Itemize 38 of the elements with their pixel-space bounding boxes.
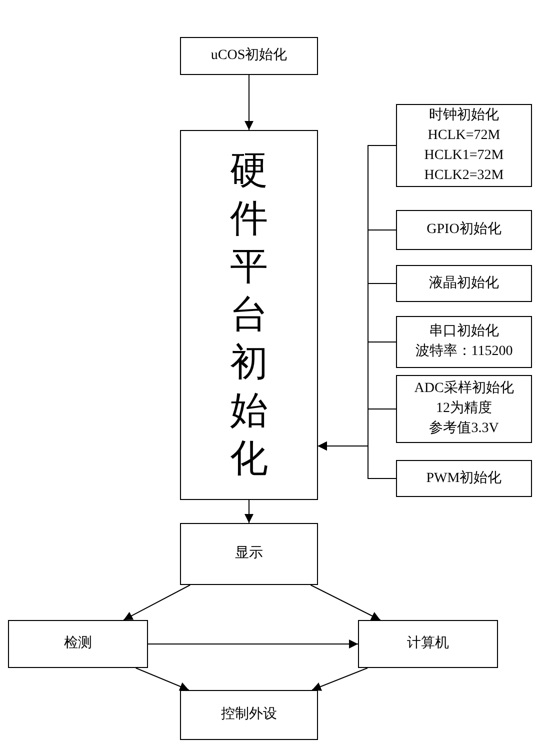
box-label: HCLK=72M bbox=[428, 126, 500, 144]
box-label: 检测 bbox=[64, 634, 92, 653]
process-box bbox=[396, 375, 532, 443]
process-box bbox=[396, 210, 532, 250]
box-label: 硬件平台初始化 bbox=[229, 149, 269, 482]
box-label: 显示 bbox=[235, 545, 263, 563]
process-box bbox=[180, 523, 318, 585]
process-box bbox=[396, 460, 532, 497]
process-box bbox=[396, 265, 532, 302]
process-box bbox=[396, 104, 532, 187]
box-label: PWM初始化 bbox=[426, 469, 502, 488]
arrow bbox=[123, 584, 191, 620]
box-label: 液晶初始化 bbox=[429, 274, 499, 292]
process-box bbox=[396, 316, 532, 368]
box-label: ADC采样初始化 bbox=[414, 379, 514, 398]
arrow bbox=[310, 584, 381, 620]
box-label: 12为精度 bbox=[436, 399, 492, 418]
process-box bbox=[180, 37, 318, 75]
process-box bbox=[8, 620, 148, 668]
box-label: uCOS初始化 bbox=[210, 46, 288, 65]
box-label: 计算机 bbox=[407, 634, 449, 653]
arrow bbox=[312, 668, 368, 691]
arrow bbox=[244, 500, 254, 524]
box-label: GPIO初始化 bbox=[426, 220, 502, 239]
box-label: HCLK2=32M bbox=[424, 166, 504, 184]
arrow bbox=[148, 640, 358, 648]
process-box bbox=[180, 690, 318, 740]
box-label: 串口初始化 bbox=[429, 322, 499, 341]
box-label: HCLK1=72M bbox=[424, 146, 504, 164]
arrow bbox=[135, 668, 190, 691]
process-box bbox=[358, 620, 498, 668]
box-label: 波特率：115200 bbox=[415, 342, 513, 361]
arrow bbox=[318, 442, 396, 479]
box-label: 控制外设 bbox=[221, 706, 277, 724]
arrow bbox=[244, 74, 254, 130]
box-label: 时钟初始化 bbox=[429, 106, 499, 124]
process-box bbox=[180, 130, 318, 500]
box-label: 参考值3.3V bbox=[429, 420, 499, 438]
